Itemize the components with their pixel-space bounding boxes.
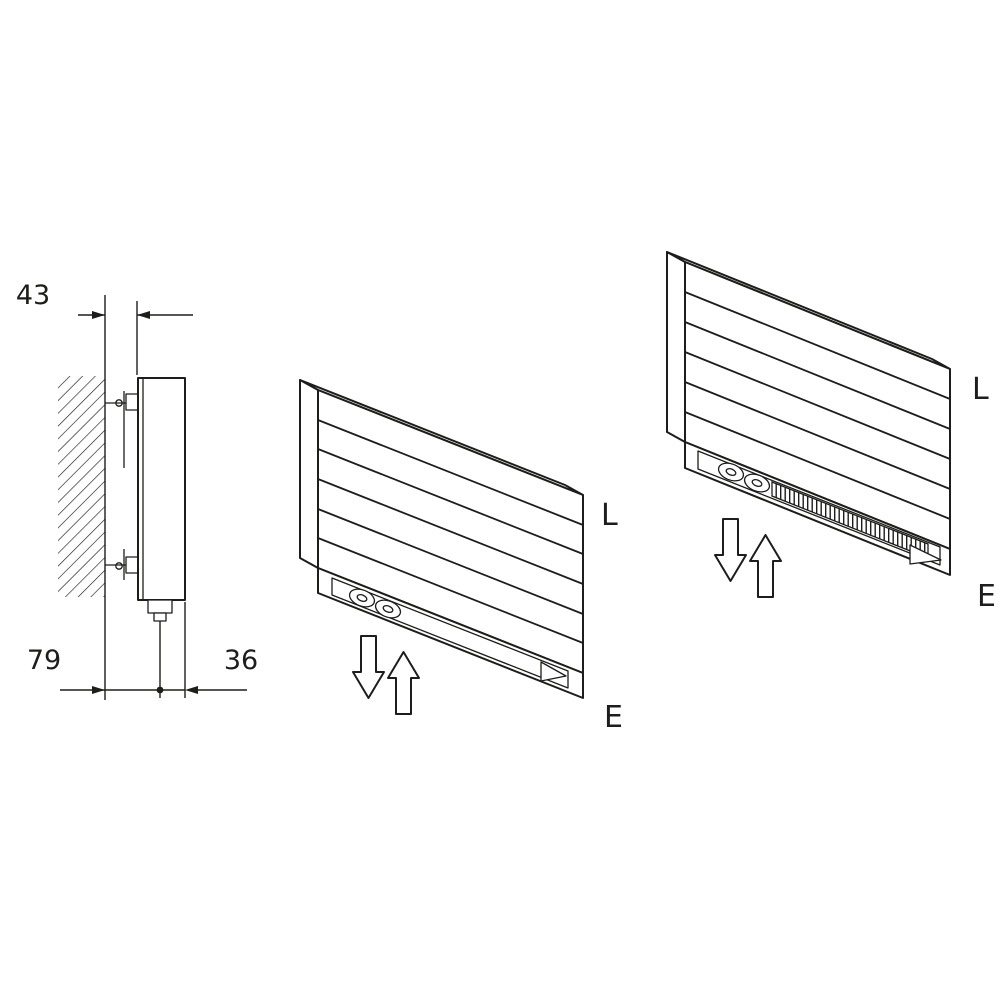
dimension-79-36: 79 36 xyxy=(27,602,258,698)
radiator-iso-grille: L E xyxy=(666,251,996,614)
airflow-up-arrow-icon xyxy=(749,534,782,598)
radiator-left-face xyxy=(299,379,319,569)
radiator-side-profile xyxy=(137,377,186,601)
recess-corner-wedge xyxy=(540,661,567,682)
dim-arrow-left-icon xyxy=(185,686,198,694)
airflow-up-arrow-icon xyxy=(387,651,420,715)
recess-corner-wedge xyxy=(909,544,942,565)
pipe-connection-icon xyxy=(348,588,376,608)
pipe-connection-icon xyxy=(743,473,771,493)
dim-dot-icon xyxy=(156,686,164,694)
slat-lines xyxy=(684,291,951,520)
label-L: L xyxy=(601,498,618,533)
airflow-down-arrow-icon xyxy=(714,518,747,582)
dim-label-36: 36 xyxy=(224,645,258,676)
slat-lines xyxy=(317,419,584,644)
dim-arrow-left-icon xyxy=(137,311,150,319)
airflow-down-arrow-icon xyxy=(352,635,385,699)
dim-arrow-right-icon xyxy=(92,686,105,694)
side-view-drawing: 43 79 36 xyxy=(16,280,258,700)
label-E: E xyxy=(977,579,996,614)
label-L: L xyxy=(972,372,989,407)
dim-label-43: 43 xyxy=(16,280,50,311)
radiator-iso-plain: L E xyxy=(299,379,623,735)
dim-label-79: 79 xyxy=(27,645,61,676)
radiator-left-face xyxy=(666,251,686,443)
dimension-43: 43 xyxy=(16,280,193,375)
label-E: E xyxy=(604,700,623,735)
pipe-connection-icon xyxy=(717,462,745,482)
mounting-bracket-bottom xyxy=(105,549,139,580)
dim-arrow-right-icon xyxy=(92,311,105,319)
valve-fitting xyxy=(147,599,173,622)
pipe-connection-icon xyxy=(374,599,402,619)
mounting-bracket-top xyxy=(105,391,139,468)
wall-hatch-icon xyxy=(58,376,105,597)
